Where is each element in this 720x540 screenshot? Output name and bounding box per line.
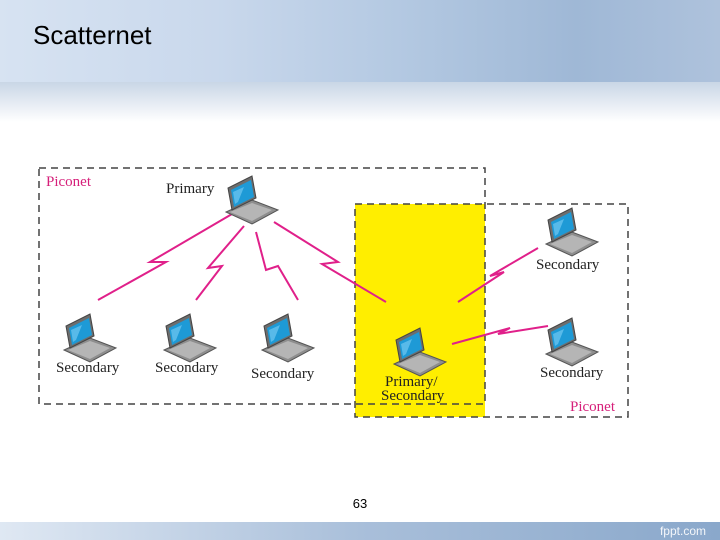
laptop-secondary-right-1 (545, 207, 599, 257)
laptop-secondary-1 (63, 313, 117, 363)
piconet-left-boundary (38, 167, 486, 405)
piconet-right-label: Piconet (570, 399, 616, 415)
laptop-secondary-3 (261, 313, 315, 363)
header-fade (0, 82, 720, 122)
bridge-label-line1: Primary/ (385, 374, 438, 390)
laptop-secondary-2 (163, 313, 217, 363)
secondary-label-left-2: Secondary (155, 360, 219, 376)
signal-bolt (457, 247, 539, 303)
footer-band (0, 522, 720, 540)
laptop-primary (225, 175, 279, 225)
signal-bolt (451, 325, 549, 345)
signal-bolt (273, 221, 387, 303)
primary-label: Primary (166, 181, 215, 197)
header-band (0, 0, 720, 82)
secondary-label-right-1: Secondary (536, 257, 600, 273)
piconet-right-boundary (354, 203, 629, 418)
page-number: 63 (352, 496, 368, 511)
signal-bolts (97, 213, 549, 345)
bridge-highlight (355, 204, 485, 417)
laptop-secondary-right-2 (545, 317, 599, 367)
secondary-label-left-3: Secondary (251, 366, 315, 382)
signal-bolt (97, 213, 233, 301)
slide-title: Scatternet (33, 20, 152, 50)
brand-watermark: fppt.com (659, 524, 706, 538)
bridge-label-line2: Secondary (381, 388, 445, 404)
secondary-label-left-1: Secondary (56, 360, 120, 376)
piconet-left-label: Piconet (46, 174, 92, 190)
signal-bolt (255, 231, 299, 301)
signal-bolt (195, 225, 245, 301)
secondary-label-right-2: Secondary (540, 365, 604, 381)
